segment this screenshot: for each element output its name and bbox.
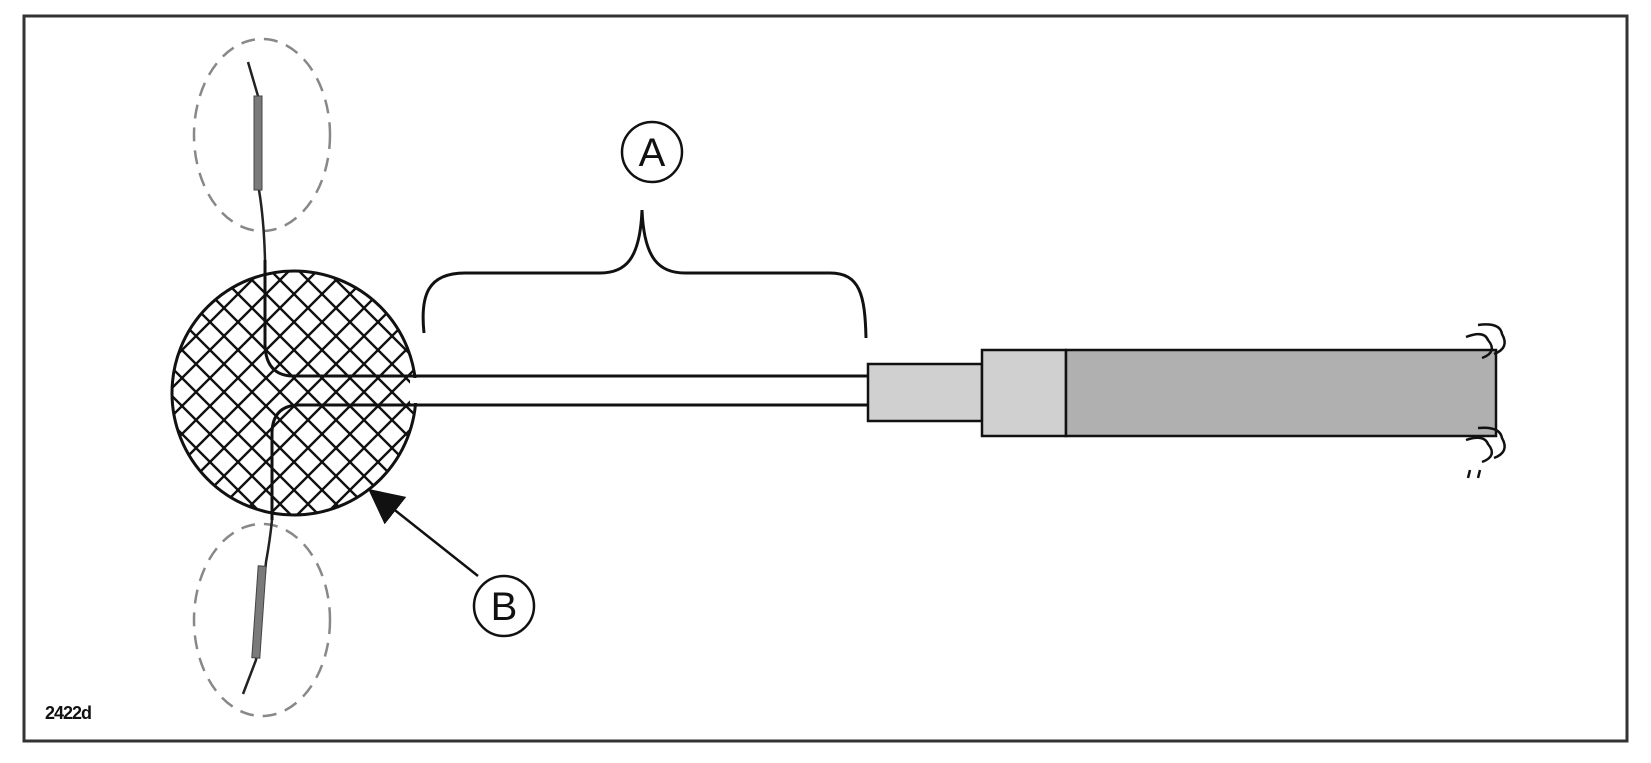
hatched-ball bbox=[170, 260, 418, 520]
upper-dashed-ellipse bbox=[192, 37, 332, 233]
lower-wire-core bbox=[251, 565, 267, 659]
cable-sheath bbox=[1064, 323, 1506, 479]
callout-a: A bbox=[620, 120, 684, 184]
lower-dashed-ellipse bbox=[192, 522, 332, 718]
callout-a-label: A bbox=[639, 131, 666, 175]
brace-a bbox=[421, 209, 868, 339]
upper-wire-core bbox=[253, 95, 263, 191]
upper-wire-end bbox=[192, 37, 332, 261]
callout-b: B bbox=[368, 488, 536, 638]
callout-b-label: B bbox=[491, 585, 518, 629]
figure-id: 2422d bbox=[45, 703, 91, 723]
callout-b-arrow bbox=[368, 488, 479, 577]
lower-wire-end bbox=[192, 519, 332, 718]
connector-sleeve-small bbox=[866, 362, 984, 423]
figure-frame bbox=[22, 14, 1629, 743]
lower-wire bbox=[241, 519, 274, 695]
connector-sleeve-large bbox=[980, 348, 1068, 438]
wire-pair bbox=[410, 374, 868, 407]
